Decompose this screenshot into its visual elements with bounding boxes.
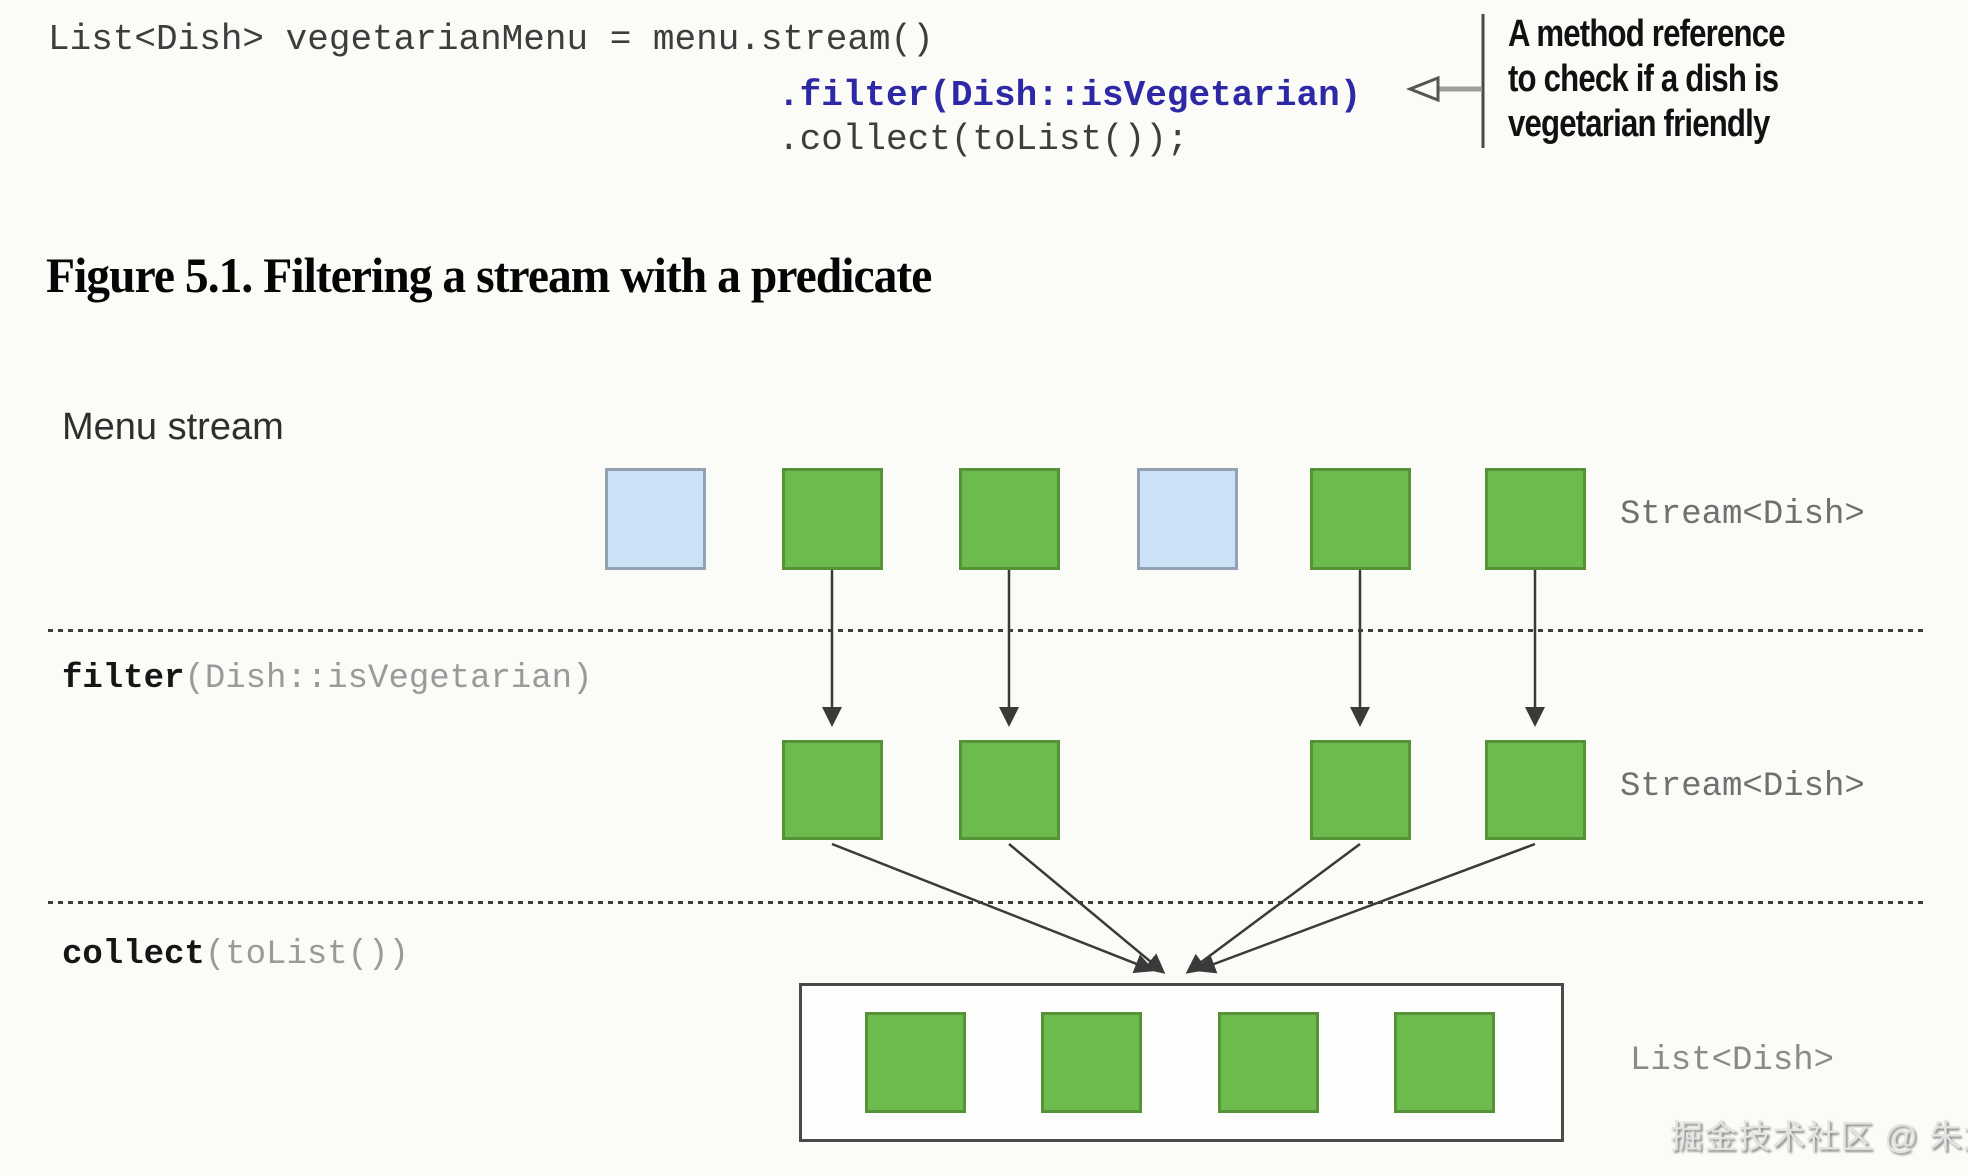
stage-divider-collect xyxy=(48,901,1926,904)
dish-square-vegetarian xyxy=(1218,1012,1319,1113)
dish-square-non-vegetarian xyxy=(605,468,706,570)
collect-arrow xyxy=(1008,843,1166,974)
callout-line: vegetarian friendly xyxy=(1508,103,1770,145)
method-reference-callout: A method reference to check if a dish is… xyxy=(1508,12,1852,147)
watermark: 掘金技术社区 @ 朱龙凯 xyxy=(1670,1118,1968,1155)
stream-dish-label-1: Stream<Dish> xyxy=(1620,496,1865,534)
stream-row-filtered xyxy=(0,740,1968,840)
dish-square-vegetarian xyxy=(782,468,883,570)
collect-fn-args: (toList()) xyxy=(204,936,409,974)
dish-square-vegetarian xyxy=(959,468,1060,570)
dish-square-vegetarian xyxy=(959,740,1060,840)
list-dish-label: List<Dish> xyxy=(1630,1042,1835,1080)
dish-square-vegetarian xyxy=(1394,1012,1495,1113)
callout-line: to check if a dish is xyxy=(1508,58,1779,100)
filter-stage-label: filter(Dish::isVegetarian) xyxy=(62,660,593,698)
dish-square-vegetarian xyxy=(865,1012,966,1113)
callout-arrowhead-icon xyxy=(1405,75,1440,103)
collect-arrow xyxy=(831,842,1155,974)
dish-square-vegetarian xyxy=(1310,468,1411,570)
callout-line: A method reference xyxy=(1508,13,1786,55)
code-line-1: List<Dish> vegetarianMenu = menu.stream(… xyxy=(48,19,934,60)
figure-title: Figure 5.1. Filtering a stream with a pr… xyxy=(46,247,932,303)
menu-stream-label: Menu stream xyxy=(62,406,284,448)
dish-square-vegetarian xyxy=(1310,740,1411,840)
dish-square-vegetarian xyxy=(1485,468,1586,570)
filter-fn-args: (Dish::isVegetarian) xyxy=(184,660,593,698)
dish-square-vegetarian xyxy=(782,740,883,840)
stream-dish-label-2: Stream<Dish> xyxy=(1620,768,1865,806)
stream-row-source xyxy=(0,468,1968,570)
dish-square-vegetarian xyxy=(1041,1012,1142,1113)
collect-arrow xyxy=(1195,842,1536,974)
result-list-row xyxy=(0,1012,1968,1113)
code-line-3: .collect(toList()); xyxy=(778,119,1189,160)
collect-arrow xyxy=(1185,842,1361,974)
code-line-2-filter-highlight: .filter(Dish::isVegetarian) xyxy=(778,75,1362,116)
stage-divider-filter xyxy=(48,629,1926,632)
collect-stage-label: collect(toList()) xyxy=(62,936,409,974)
collect-fn-name: collect xyxy=(62,936,205,974)
dish-square-vegetarian xyxy=(1485,740,1586,840)
dish-square-non-vegetarian xyxy=(1137,468,1238,570)
filter-fn-name: filter xyxy=(62,660,185,698)
